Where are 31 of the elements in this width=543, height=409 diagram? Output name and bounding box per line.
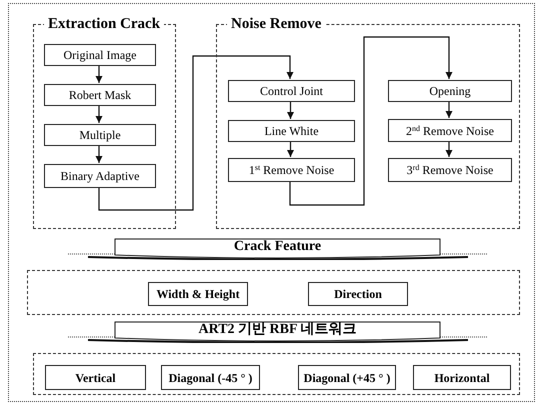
process-box: Horizontal [413, 365, 511, 390]
process-box: Line White [228, 120, 355, 142]
process-box: Diagonal (-45 ° ) [161, 365, 260, 390]
process-box: Control Joint [228, 80, 355, 102]
arrow [287, 101, 294, 119]
process-box: Width & Height [148, 282, 248, 306]
dashed-panel [27, 270, 520, 315]
process-box: Binary Adaptive [44, 164, 156, 188]
arrow [287, 141, 294, 157]
process-box: Robert Mask [44, 84, 156, 106]
arrow [96, 105, 102, 123]
process-box: 3$^{rd}$ Remove Noise [388, 158, 512, 182]
ribbon-banner [68, 321, 488, 343]
process-box: Diagonal (+45 ° ) [298, 365, 396, 390]
arrow [289, 36, 452, 206]
arrow [446, 141, 452, 157]
banner-title: Crack Feature [234, 240, 322, 254]
process-box: 1$^{st}$ Remove Noise [228, 158, 355, 182]
dashed-panel [33, 353, 520, 395]
process-box: Original Image [44, 44, 156, 66]
arrow [98, 55, 294, 211]
process-box: Direction [308, 282, 408, 306]
arrow [96, 65, 102, 83]
process-box: Vertical [45, 365, 146, 390]
process-box: 2$^{nd}$ Remove Noise [388, 119, 512, 142]
arrow [446, 101, 452, 118]
ribbon-banner [68, 238, 488, 260]
process-box: Multiple [44, 124, 156, 146]
arrow [96, 145, 102, 163]
banner-title: ART2 기반 RBF 네트워크 [198, 322, 357, 336]
process-box: Opening [388, 80, 512, 102]
